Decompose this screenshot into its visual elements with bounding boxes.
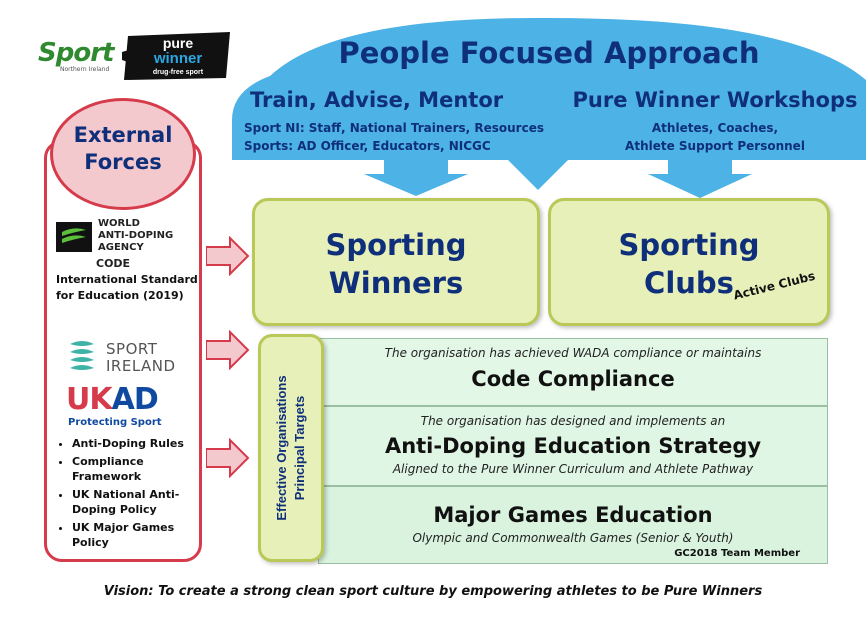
pure-winner-logo-line2: winner <box>153 50 203 67</box>
gc2018-badge: GC2018 Team Member <box>674 548 800 559</box>
external-forces-panel <box>44 140 202 562</box>
vision-statement: Vision: To create a strong clean sport c… <box>103 584 763 599</box>
education-strategy-intro: The organisation has designed and implem… <box>420 414 726 428</box>
arrow-right-icon <box>206 236 250 276</box>
wada-code-label: CODE <box>96 257 131 270</box>
wada-standard: International Standard for Education (20… <box>56 272 201 304</box>
sporting-clubs-line1: Sporting <box>618 228 760 262</box>
sport-ireland-name: SPORT IRELAND <box>106 341 200 375</box>
code-compliance-title: Code Compliance <box>471 367 675 391</box>
wada-name-line2: ANTI-DOPING <box>98 230 174 241</box>
sport-ireland-line1: SPORT <box>106 340 158 358</box>
wada-name-line1: WORLD <box>98 218 140 229</box>
sporting-winners-box <box>252 198 540 326</box>
sporting-winners-line1: Sporting <box>325 228 467 262</box>
sport-ireland-icon <box>70 341 94 370</box>
external-forces-title: External Forces <box>50 122 196 176</box>
wada-name-line3: AGENCY <box>98 242 144 253</box>
arrow-right-icon <box>206 438 250 478</box>
code-compliance-row <box>318 338 828 406</box>
external-forces-title-line1: External <box>73 123 173 147</box>
major-games-row <box>318 486 828 564</box>
list-item: UK National Anti-Doping Policy <box>72 487 200 517</box>
train-line-2: Sports: AD Officer, Educators, NICGC <box>244 139 491 153</box>
code-compliance-intro: The organisation has achieved WADA compl… <box>384 346 762 360</box>
education-strategy-title: Anti-Doping Education Strategy <box>384 434 762 458</box>
external-forces-title-line2: Forces <box>84 150 162 174</box>
external-forces-list: Anti-Doping Rules Compliance Framework U… <box>58 436 200 553</box>
principal-targets-line2: Principal Targets <box>292 396 307 501</box>
education-strategy-row <box>318 406 828 486</box>
sporting-clubs-label: Sporting Clubs <box>548 226 830 302</box>
pure-winner-logo-tag: drug-free sport <box>153 69 204 76</box>
people-focused-banner <box>232 17 866 199</box>
banner-title: People Focused Approach <box>338 36 760 70</box>
workshops-title: Pure Winner Workshops <box>572 88 858 112</box>
ukad-logo: UKAD <box>66 382 186 417</box>
wada-name: WORLD ANTI-DOPING AGENCY <box>98 218 198 254</box>
principal-targets-label: Effective Organisations Principal Target… <box>274 375 307 520</box>
train-advise-mentor-title: Train, Advise, Mentor <box>250 88 504 112</box>
sport-ni-logo-sub: Northern Ireland <box>60 66 110 73</box>
sport-ni-logo: Sport Northern Ireland <box>38 40 118 76</box>
train-line-1: Sport NI: Staff, National Trainers, Reso… <box>244 121 544 135</box>
sporting-winners-label: Sporting Winners <box>252 226 540 302</box>
education-strategy-sub: Aligned to the Pure Winner Curriculum an… <box>392 462 754 476</box>
list-item: Anti-Doping Rules <box>72 436 200 451</box>
major-games-title: Major Games Education <box>433 503 713 527</box>
pure-winner-logo: pure winner drug-free sport <box>122 32 230 80</box>
sporting-winners-line2: Winners <box>328 266 464 300</box>
wada-logo-icon <box>56 222 92 252</box>
major-games-sub: Olympic and Commonwealth Games (Senior &… <box>412 531 734 545</box>
list-item: UK Major Games Policy <box>72 520 200 550</box>
principal-targets-box <box>258 334 324 562</box>
sporting-clubs-line2: Clubs <box>644 266 734 300</box>
arrow-right-icon <box>206 330 250 370</box>
principal-targets-line1: Effective Organisations <box>274 375 289 520</box>
ukad-logo-ad: AD <box>111 382 159 417</box>
workshops-line-1: Athletes, Coaches, <box>651 121 779 135</box>
ukad-tagline: Protecting Sport <box>68 417 162 428</box>
ukad-logo-uk: UK <box>66 382 113 417</box>
workshops-line-2: Athlete Support Personnel <box>625 139 805 153</box>
external-forces-ellipse <box>50 98 196 210</box>
sport-ireland-line2: IRELAND <box>106 357 176 375</box>
wada-standard-line2: for Education (2019) <box>56 289 184 302</box>
sport-ni-logo-word: Sport <box>38 38 114 68</box>
wada-standard-line1: International Standard <box>56 273 198 286</box>
sporting-clubs-box <box>548 198 830 326</box>
list-item: Compliance Framework <box>72 454 200 484</box>
pure-winner-logo-line1: pure <box>163 35 194 51</box>
